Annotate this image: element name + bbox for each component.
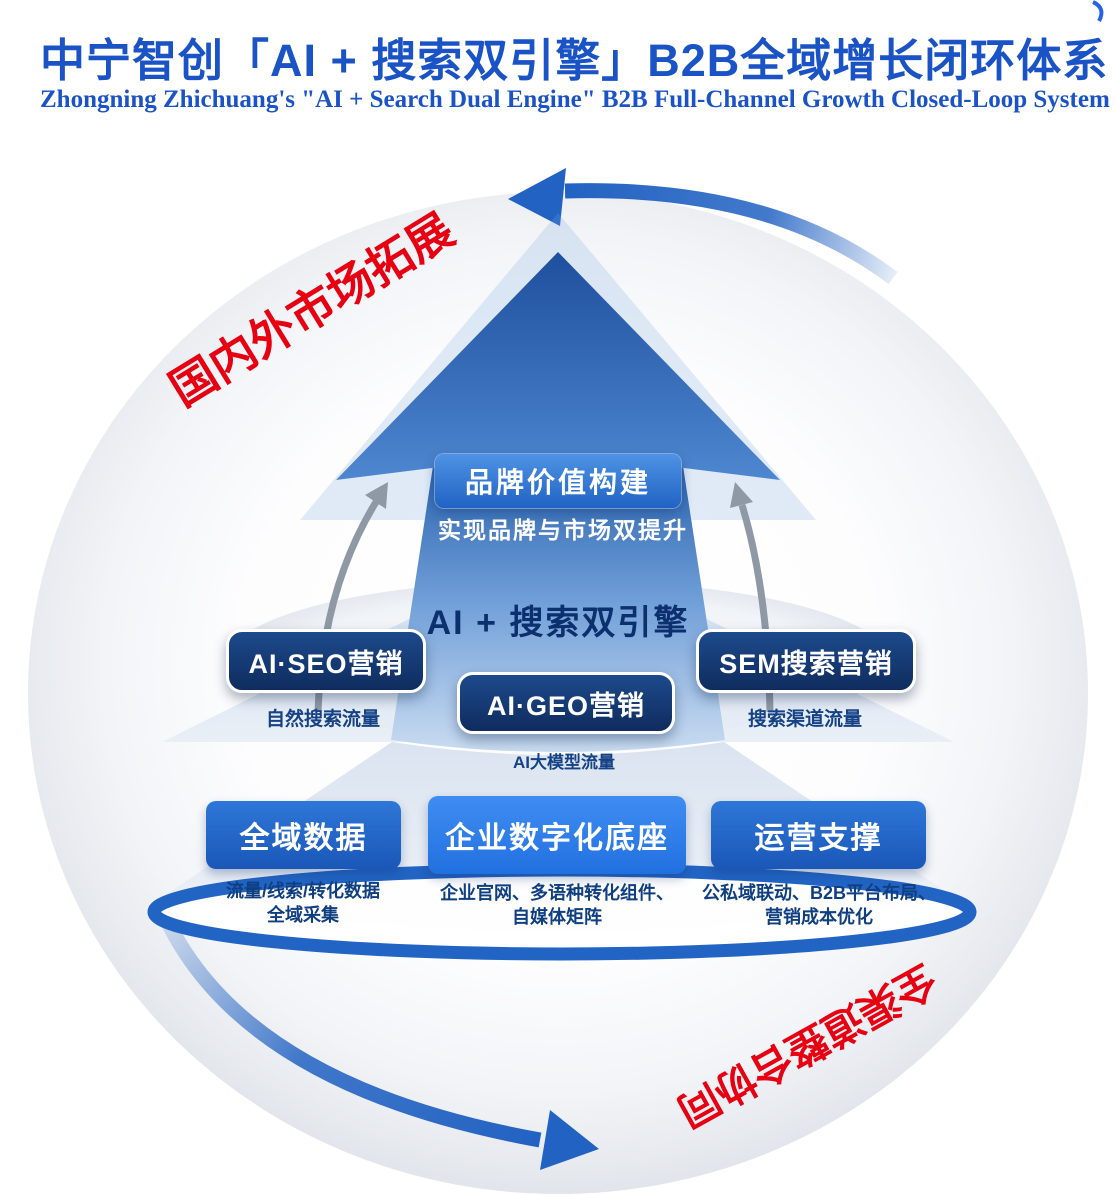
foundation-desc-digital-base: 企业官网、多语种转化组件、 自媒体矩阵 [407,881,707,930]
foundation-label: 企业数字化底座 [445,822,669,855]
foundation-label: 运营支撑 [754,822,883,855]
engine-box-sem: SEM搜索营销 [696,629,916,693]
foundation-box-digital-base: 企业数字化底座 [428,796,686,874]
flow-label-search-channel: 搜索渠道流量 [747,709,862,730]
cycle-arrow-bottom-icon [153,902,599,1170]
desc-line: 公私域联动、B2B平台布局、 [701,883,936,903]
engine-label: AI·SEO营销 [248,648,404,679]
foundation-desc-operations: 公私域联动、B2B平台布局、 营销成本优化 [669,881,969,930]
flow-label-ai-model: AI大模型流量 [513,753,615,772]
desc-line: 企业官网、多语种转化组件、 [440,883,674,903]
corner-mark [1092,0,1104,22]
brand-value-label: 品牌价值构建 [464,467,651,498]
engine-label: SEM搜索营销 [719,648,893,679]
page-title: 中宁智创「AI + 搜索双引擎」B2B全域增长闭环体系 [40,35,1109,86]
pyramid-arrowhead-icon [336,252,780,480]
foundation-desc-omni-data: 流量/线索/转化数据 全域采集 [153,879,453,928]
engine-box-ai-geo: AI·GEO营销 [457,672,675,734]
cycle-arrow-top-icon [508,168,898,284]
brand-tagline: 实现品牌与市场双提升 [438,517,688,543]
page-subtitle: Zhongning Zhichuang's "AI + Search Dual … [40,86,1110,113]
foundation-box-operations: 运营支撑 [711,801,926,869]
core-engine-title: AI + 搜索双引擎 [426,604,690,642]
brand-value-box: 品牌价值构建 [435,454,681,508]
desc-line: 自媒体矩阵 [512,907,602,928]
flow-label-organic-search: 自然搜索流量 [265,709,380,730]
foundation-label: 全域数据 [239,822,368,855]
engine-box-ai-seo: AI·SEO营销 [226,629,426,693]
desc-line: 流量/线索/转化数据 [225,881,380,901]
desc-line: 营销成本优化 [765,907,873,928]
engine-label: AI·GEO营销 [486,690,645,721]
foundation-box-omni-data: 全域数据 [206,801,401,869]
desc-line: 全域采集 [267,905,339,926]
